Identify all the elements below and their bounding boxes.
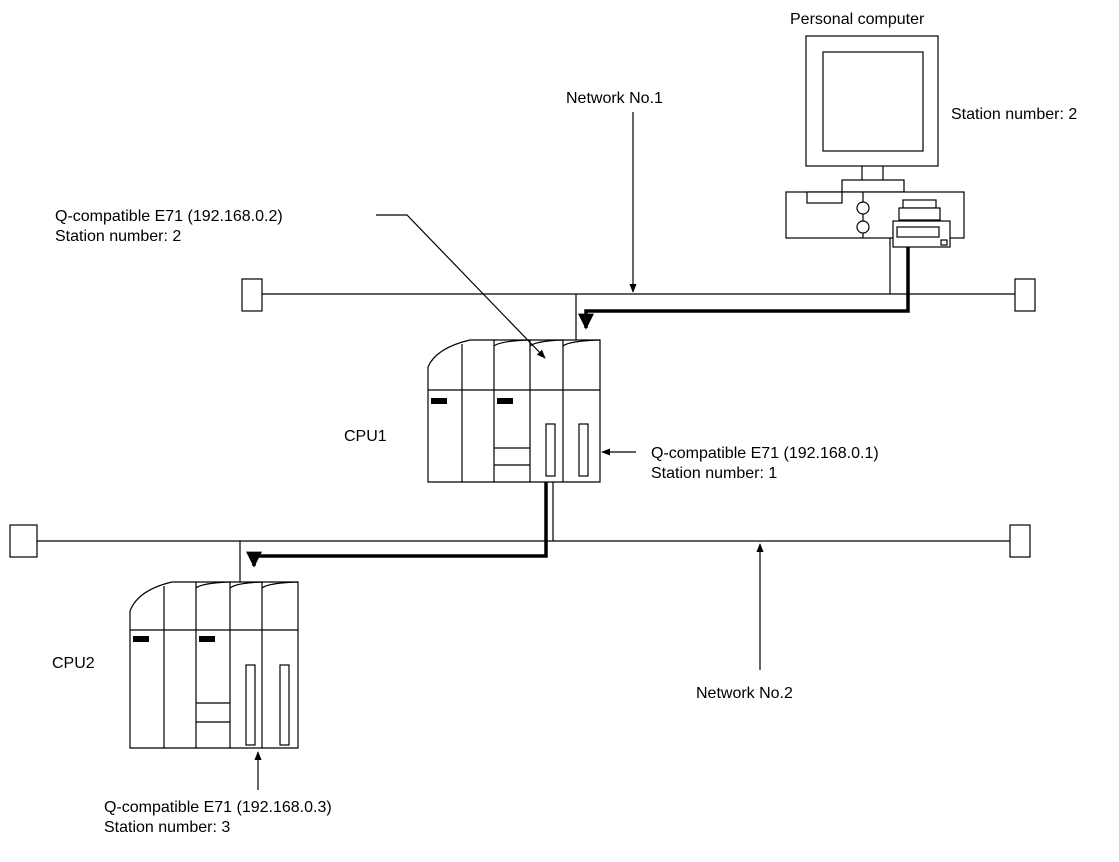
cpu2-e71-station: Station number: 3 xyxy=(104,819,230,836)
cpu2-label: CPU2 xyxy=(52,655,95,672)
cpu1-rack: CPU1 xyxy=(344,339,601,483)
network2-terminator-right xyxy=(1009,524,1031,558)
pc-printer-icon xyxy=(902,199,937,209)
network1-bus xyxy=(241,238,1036,340)
callout-cpu1-e71-top: Q-compatible E71 (192.168.0.2) Station n… xyxy=(55,208,546,359)
cpu1-e71-top-station: Station number: 2 xyxy=(55,228,181,245)
callout-network2: Network No.2 xyxy=(696,543,793,702)
cpu2-rack: CPU2 xyxy=(52,581,299,749)
pc-drive-slot xyxy=(896,226,940,238)
pc-button-upper xyxy=(856,201,870,215)
network1-terminator-right xyxy=(1014,278,1036,312)
callout-cpu1-e71-bottom: Q-compatible E71 (192.168.0.1) Station n… xyxy=(601,445,879,482)
cpu1-e71-slot-b xyxy=(578,423,589,477)
pc-monitor-stand xyxy=(841,179,905,193)
callout-network1: Network No.1 xyxy=(566,90,663,293)
network2-terminator-left xyxy=(9,524,38,558)
cpu1-e71-bottom-station: Station number: 1 xyxy=(651,465,777,482)
pc-button-lower xyxy=(856,220,870,234)
network1-terminator-left xyxy=(241,278,263,312)
cpu2-e71-label: Q-compatible E71 (192.168.0.3) xyxy=(104,799,332,816)
cpu2-led-2 xyxy=(199,636,215,642)
personal-computer: Personal computer Station number: 2 xyxy=(785,11,1077,248)
pc-slot xyxy=(806,191,843,204)
cpu2-rack-outline xyxy=(129,581,299,749)
cpu1-e71-top-label: Q-compatible E71 (192.168.0.2) xyxy=(55,208,283,225)
pc-printer-body xyxy=(898,207,941,221)
callout-cpu2-e71: Q-compatible E71 (192.168.0.3) Station n… xyxy=(104,751,332,836)
cpu1-led-2 xyxy=(497,398,513,404)
cpu1-led-1 xyxy=(431,398,447,404)
network2-bus xyxy=(9,478,1031,582)
pc-title: Personal computer xyxy=(790,11,925,28)
cpu1-e71-slot-a xyxy=(545,423,556,477)
network1-label: Network No.1 xyxy=(566,90,663,107)
cpu1-label: CPU1 xyxy=(344,428,387,445)
pc-screen xyxy=(822,51,924,152)
cpu2-e71-slot-b xyxy=(279,664,290,746)
pc-drive-led xyxy=(940,239,948,246)
cpu2-led-1 xyxy=(133,636,149,642)
network2-label: Network No.2 xyxy=(696,685,793,702)
cpu1-rack-outline xyxy=(427,339,601,483)
communication-route xyxy=(246,238,910,568)
pc-station-number: Station number: 2 xyxy=(951,106,1077,123)
cpu1-e71-bottom-label: Q-compatible E71 (192.168.0.1) xyxy=(651,445,879,462)
cpu2-e71-slot-a xyxy=(245,664,256,746)
